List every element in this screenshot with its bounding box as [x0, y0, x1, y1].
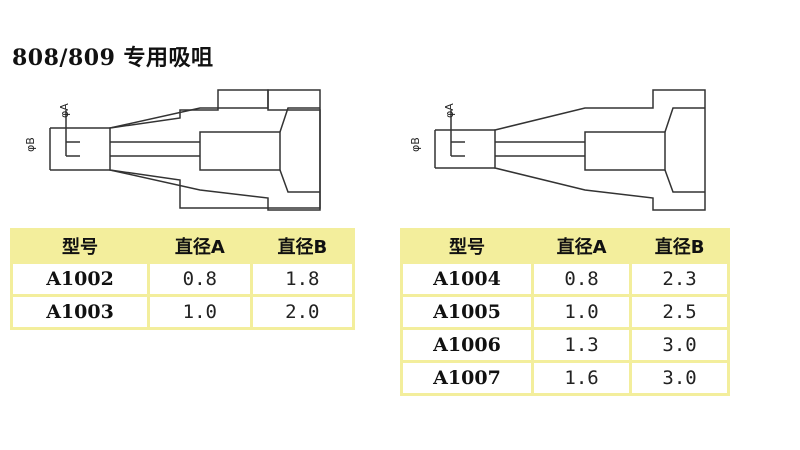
diameter-a-cell: 1.6: [530, 360, 633, 396]
dimension-a-label: φA: [58, 103, 71, 118]
header-diameter-a: 直径A: [530, 228, 633, 264]
diameter-a-cell: 1.3: [530, 327, 633, 363]
header-model: 型号: [400, 228, 534, 264]
header-diameter-a: 直径A: [147, 228, 253, 264]
model-cell: A1004: [400, 261, 534, 297]
table-header-row: 型号 直径A 直径B: [400, 228, 730, 264]
diameter-a-cell: 1.0: [530, 294, 633, 330]
header-diameter-b: 直径B: [249, 228, 356, 264]
header-diameter-b: 直径B: [629, 228, 730, 264]
nozzle-diagram-left: φA φB: [24, 89, 321, 211]
model-cell: A1002: [10, 261, 150, 297]
table-row: A1007 1.6 3.0: [400, 360, 730, 396]
spec-table-right: 型号 直径A 直径B A1004 0.8 2.3 A1005 1.0 2.5 A…: [400, 228, 730, 396]
diameter-a-cell: 0.8: [530, 261, 633, 297]
nozzle-diagram-right: φA φB: [409, 89, 706, 211]
dimension-a-label: φA: [443, 103, 456, 118]
spec-table-left: 型号 直径A 直径B A1002 0.8 1.8 A1003 1.0 2.0: [10, 228, 356, 330]
diameter-b-cell: 3.0: [629, 360, 730, 396]
diameter-b-cell: 1.8: [249, 261, 356, 297]
model-cell: A1007: [400, 360, 534, 396]
diameter-b-cell: 2.0: [249, 294, 356, 330]
table-row: A1004 0.8 2.3: [400, 261, 730, 297]
diameter-b-cell: 3.0: [629, 327, 730, 363]
dimension-b-label: φB: [409, 137, 422, 152]
model-cell: A1005: [400, 294, 534, 330]
diameter-a-cell: 1.0: [147, 294, 253, 330]
diameter-a-cell: 0.8: [147, 261, 253, 297]
model-cell: A1003: [10, 294, 150, 330]
table-header-row: 型号 直径A 直径B: [10, 228, 356, 264]
diameter-b-cell: 2.5: [629, 294, 730, 330]
page-title: 808/809 专用吸咀: [12, 45, 214, 71]
table-row: A1002 0.8 1.8: [10, 261, 356, 297]
table-row: A1005 1.0 2.5: [400, 294, 730, 330]
model-cell: A1006: [400, 327, 534, 363]
header-model: 型号: [10, 228, 150, 264]
table-row: A1006 1.3 3.0: [400, 327, 730, 363]
table-row: A1003 1.0 2.0: [10, 294, 356, 330]
dimension-b-label: φB: [24, 137, 37, 152]
diameter-b-cell: 2.3: [629, 261, 730, 297]
